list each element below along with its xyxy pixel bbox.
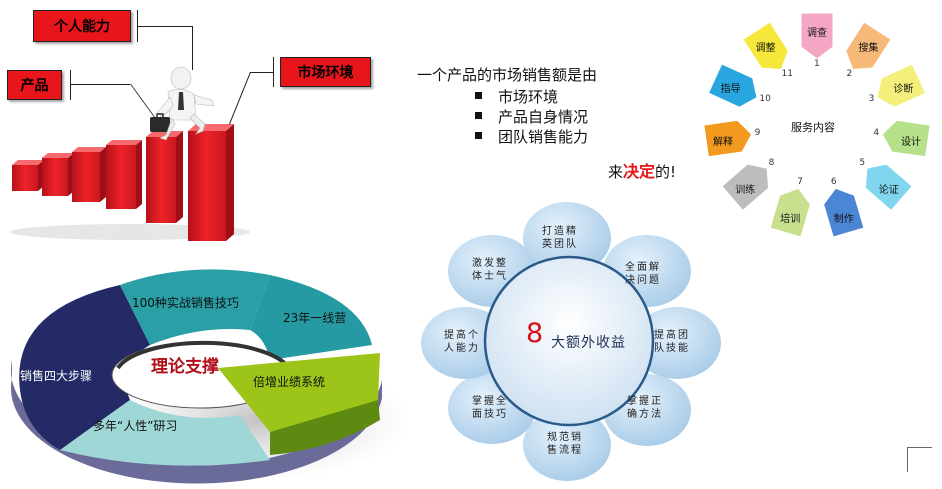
service-tab: [742, 21, 789, 71]
intro-bullet: 市场环境: [475, 86, 558, 107]
service-tab-label: 论证: [878, 185, 899, 197]
ring-segment: [19, 285, 150, 450]
service-tab-label: 培训: [780, 214, 801, 226]
ring-segment-label: 销售四大步骤: [20, 369, 93, 383]
intro-conclusion: 来决定的!: [608, 162, 677, 181]
service-tab-label: 指导: [720, 83, 741, 95]
service-tab-number: 4: [873, 127, 880, 138]
service-tab-number: 10: [759, 94, 771, 105]
service-tab-label: 调查: [807, 28, 827, 39]
theory-ring-diagram: [10, 269, 410, 484]
service-tab-label: 搜集: [858, 43, 879, 55]
petal-label: 提高个人能力: [444, 330, 480, 354]
bar: [12, 160, 44, 191]
bar: [72, 147, 106, 202]
service-tab: [823, 187, 865, 238]
service-tab-number: 9: [754, 127, 761, 138]
service-tab: [876, 63, 927, 108]
intro-bullet: 团队销售能力: [475, 126, 588, 147]
flower-center-label: 大额外收益: [551, 335, 626, 351]
bar: [146, 131, 183, 223]
label-personal-ability: 个人能力: [33, 10, 131, 42]
service-tab-number: 3: [868, 94, 875, 105]
service-tab-label: 解释: [712, 136, 733, 148]
service-tab: [721, 163, 770, 212]
flower-center: [483, 255, 655, 427]
leader-line: [192, 26, 193, 70]
service-tab: [881, 119, 931, 158]
bar: [42, 153, 74, 196]
service-wheel: [703, 12, 931, 238]
petal-label: 全面解决问题: [625, 262, 661, 286]
label-market: 市场环境: [280, 57, 371, 87]
leader-line: [273, 57, 274, 87]
service-tab: [707, 63, 758, 108]
service-tab-number: 11: [781, 68, 793, 79]
corner-crop-mark: [907, 447, 932, 472]
service-tab-label: 制作: [833, 214, 854, 226]
growth-bars-illustration: [10, 66, 250, 241]
service-tab-number: 1: [814, 59, 820, 69]
leader-line: [70, 84, 130, 85]
service-center-label: 服务内容: [791, 121, 835, 134]
service-tab-number: 5: [859, 158, 866, 169]
petal-label: 激发整体士气: [472, 258, 508, 282]
service-tab-number: 6: [830, 176, 837, 187]
ring-segment: [120, 269, 270, 345]
ring-segment-label: 倍增业绩系统: [253, 375, 326, 389]
bar: [106, 140, 142, 209]
intro-lead: 一个产品的市场销售额是由: [417, 66, 598, 84]
petal-label: 掌握正确方法: [627, 396, 663, 420]
service-tab-label: 训练: [735, 185, 756, 197]
petal-label: 打造精英团队: [542, 226, 578, 250]
businessman-figure: [150, 66, 215, 141]
service-tab-label: 设计: [901, 136, 922, 148]
bar: [188, 124, 234, 241]
ring-segment: [60, 400, 270, 466]
service-tab: [864, 163, 913, 212]
leader-line: [137, 26, 192, 27]
service-tab-label: 调整: [755, 43, 776, 55]
service-tab: [845, 21, 892, 71]
leader-line: [250, 72, 273, 73]
ring-segment-label: 多年“人性”研习: [93, 419, 178, 433]
benefit-flower-diagram: [421, 202, 721, 481]
service-tab: [703, 119, 753, 158]
service-tab: [800, 12, 834, 60]
petal-label: 提高团队技能: [654, 330, 690, 354]
petal-label: 规范销售流程: [547, 432, 583, 456]
service-tab-number: 8: [768, 158, 775, 169]
flower-center-number: 8: [526, 318, 544, 349]
intro-bullet: 产品自身情况: [475, 106, 588, 127]
service-tab-number: 7: [797, 176, 803, 187]
ring-segment: [250, 275, 372, 360]
ring-segment-label: 100种实战销售技巧: [132, 296, 239, 310]
label-product: 产品: [7, 70, 62, 100]
petal-label: 掌握全面技巧: [472, 396, 508, 420]
service-tab: [769, 187, 811, 238]
ring-segment-label: 23年一线营: [283, 311, 347, 325]
service-tab-number: 2: [846, 68, 853, 79]
service-tab-label: 诊断: [893, 83, 914, 95]
ring-center-title: 理论支撑: [151, 357, 219, 377]
leader-line: [70, 70, 71, 100]
